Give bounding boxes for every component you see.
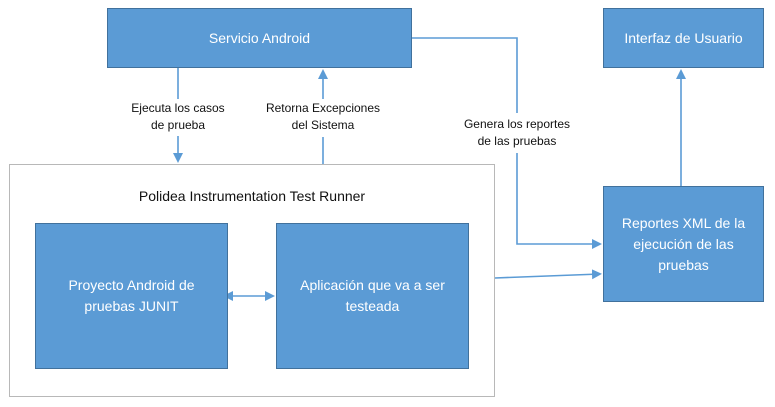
aplicacion-box: Aplicación que va a ser testeada: [276, 223, 469, 369]
edge-label-ejecuta: Ejecuta los casos de prueba: [131, 101, 225, 132]
edge-label-retorna: Retorna Excepciones del Sistema: [265, 101, 381, 132]
test-runner-title: Polidea Instrumentation Test Runner: [138, 188, 366, 204]
servicio-android-box: Servicio Android: [107, 8, 412, 68]
reportes-xml-label: Reportes XML de la ejecución de las prue…: [621, 214, 746, 273]
servicio-android-label: Servicio Android: [208, 29, 311, 46]
interfaz-usuario-label: Interfaz de Usuario: [624, 29, 743, 46]
arrow-genera: [412, 37, 518, 113]
proyecto-android-box: Proyecto Android de pruebas JUNIT: [35, 223, 228, 369]
reportes-xml-box: Reportes XML de la ejecución de las prue…: [603, 186, 764, 302]
aplicacion-label: Aplicación que va a ser testeada: [300, 277, 445, 314]
edge-label-genera: Genera los reportes de las pruebas: [463, 117, 571, 148]
arrow-runner-reportes: [494, 269, 602, 280]
proyecto-android-label: Proyecto Android de pruebas JUNIT: [68, 277, 195, 314]
interfaz-usuario-box: Interfaz de Usuario: [603, 8, 764, 68]
